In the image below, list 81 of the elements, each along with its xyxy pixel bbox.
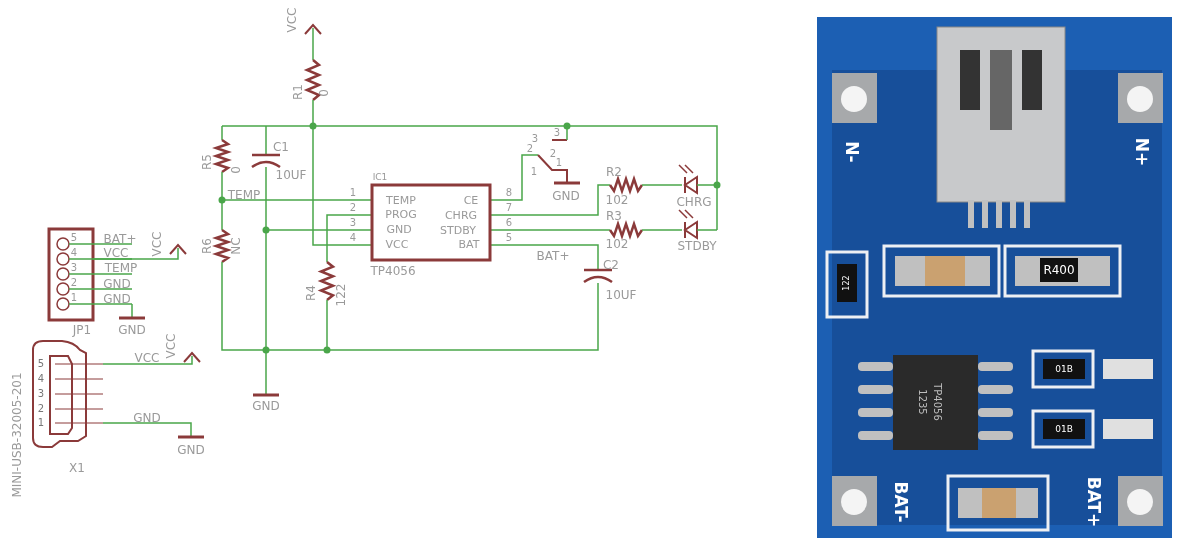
- pin-number: 4: [349, 233, 357, 243]
- pin-name: VCC: [385, 238, 409, 250]
- pin-name: PROG: [385, 208, 417, 220]
- chip-marking: TP4056: [932, 383, 942, 421]
- pin-number: 4: [37, 374, 45, 384]
- pin-number: 2: [37, 404, 45, 414]
- part-label: IC1: [372, 172, 388, 182]
- part-label: R1: [292, 84, 304, 100]
- pin-name: BAT: [458, 238, 480, 250]
- pin-name: GND: [133, 412, 161, 424]
- value-label: 10UF: [605, 289, 637, 301]
- pin-name: CE: [463, 194, 479, 206]
- pin-number: 6: [505, 218, 513, 228]
- component-marking: 01B: [1055, 424, 1073, 434]
- pin-number: 5: [70, 233, 78, 243]
- pin-name: CHRG: [444, 209, 478, 221]
- part-label: R3: [606, 210, 622, 222]
- pin-name: BAT+: [103, 233, 137, 245]
- pin-number: 3: [349, 218, 357, 228]
- pin-name: GND: [386, 223, 412, 235]
- silkscreen-label: BAT-: [891, 481, 909, 523]
- pin-number: 1: [37, 418, 45, 428]
- part-label: C2: [603, 259, 619, 271]
- silkscreen-label: N+: [1132, 137, 1150, 167]
- pin-number: 1: [555, 158, 563, 168]
- part-label: CHRG: [676, 196, 712, 208]
- value-label: 0: [318, 89, 330, 97]
- pin-number: 1: [530, 167, 538, 177]
- net-label: GND: [552, 190, 580, 202]
- pin-name: TEMP: [104, 262, 138, 274]
- value-label: 0: [230, 166, 242, 174]
- part-label: R2: [606, 166, 622, 178]
- pin-name: TEMP: [386, 194, 416, 206]
- pin-name: VCC: [103, 247, 129, 259]
- pin-number: 3: [553, 128, 561, 138]
- part-label: R5: [201, 154, 213, 170]
- component-marking: 01B: [1055, 364, 1073, 374]
- part-label: X1: [69, 462, 85, 474]
- pin-number: 2: [526, 144, 534, 154]
- net-label: BAT+: [536, 250, 570, 262]
- value-label: 102: [605, 194, 629, 206]
- net-label: GND: [118, 324, 146, 336]
- pin-number: 1: [349, 188, 357, 198]
- value-label: MINI-USB-32005-201: [11, 372, 23, 498]
- pin-name: GND: [103, 278, 131, 290]
- value-label: TP4056: [370, 265, 416, 277]
- component-marking: 122: [843, 275, 851, 291]
- net-label: VCC: [165, 333, 177, 359]
- part-label: C1: [273, 141, 289, 153]
- pin-number: 2: [349, 203, 357, 213]
- pin-number: 3: [37, 389, 45, 399]
- pin-number: 2: [549, 149, 557, 159]
- silkscreen-label: N-: [842, 141, 860, 163]
- pin-number: 5: [505, 233, 513, 243]
- net-label: VCC: [286, 7, 298, 33]
- part-label: STDBY: [677, 240, 717, 252]
- part-label: R6: [201, 238, 213, 254]
- pin-number: 5: [37, 359, 45, 369]
- pin-number: 4: [70, 248, 78, 258]
- net-label: TEMP: [227, 189, 261, 201]
- value-label: 102: [605, 238, 629, 250]
- part-label: R4: [305, 285, 317, 301]
- value-label: 122: [335, 283, 347, 307]
- part-label: JP1: [72, 324, 92, 336]
- pin-name: VCC: [134, 352, 160, 364]
- pin-number: 7: [505, 203, 513, 213]
- net-label: VCC: [151, 231, 163, 257]
- silkscreen-label: BAT+: [1084, 476, 1102, 528]
- pin-number: 3: [531, 134, 539, 144]
- component-marking: R400: [1043, 264, 1075, 276]
- pin-number: 3: [70, 263, 78, 273]
- net-label: GND: [177, 444, 205, 456]
- pin-number: 2: [70, 278, 78, 288]
- net-label: GND: [252, 400, 280, 412]
- pin-name: STDBY: [440, 224, 476, 236]
- pin-name: GND: [103, 293, 131, 305]
- value-label: 10UF: [275, 169, 307, 181]
- chip-marking: 1235: [917, 389, 927, 415]
- value-label: NC: [230, 237, 242, 255]
- pin-number: 1: [70, 293, 78, 303]
- pin-number: 8: [505, 188, 513, 198]
